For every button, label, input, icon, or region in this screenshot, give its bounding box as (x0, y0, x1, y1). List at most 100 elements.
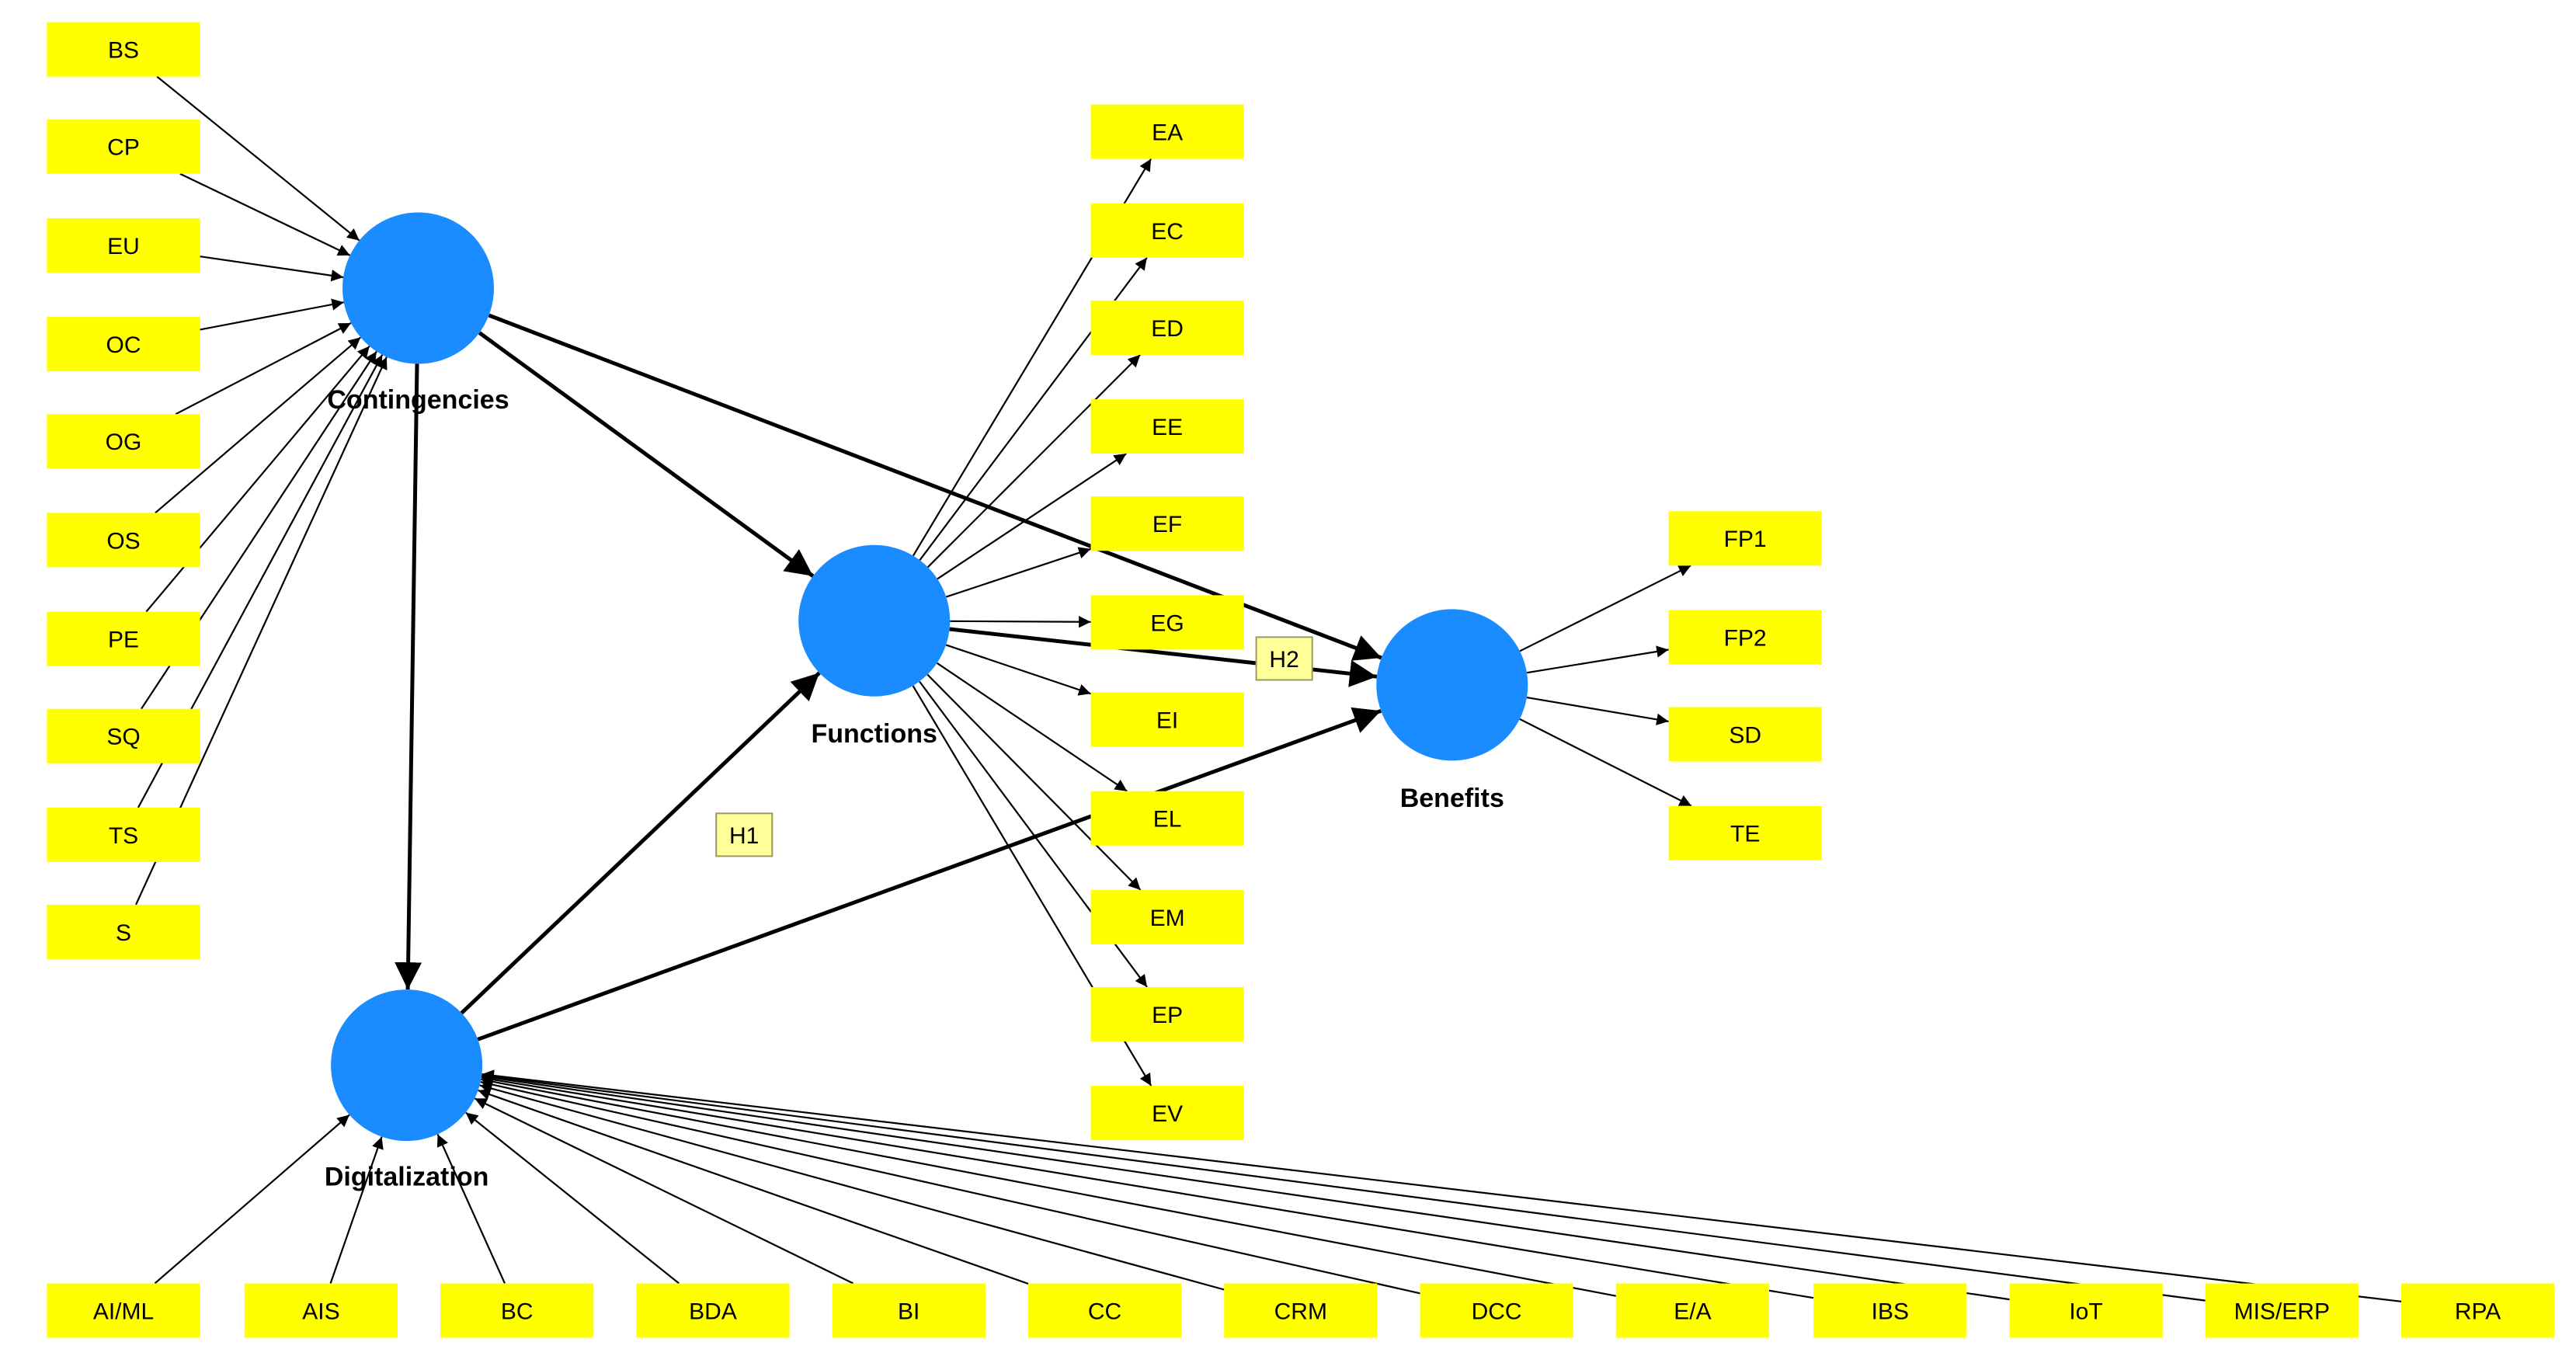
indicator-arrow (155, 336, 362, 514)
indicator-box-ea[interactable]: EA (1090, 104, 1244, 159)
indicator-label: EG (1150, 610, 1184, 636)
indicator-arrow (945, 547, 1091, 598)
indicator-box-og[interactable]: OG (47, 414, 200, 469)
indicator-box-sq[interactable]: SQ (47, 708, 200, 763)
indicator-label: AI/ML (93, 1299, 154, 1325)
indicator-box-oc[interactable]: OC (47, 317, 200, 372)
indicator-rect (1090, 1086, 1244, 1141)
indicator-box-eu[interactable]: EU (47, 217, 200, 273)
indicator-rect (1090, 986, 1244, 1041)
construct-circle (1376, 609, 1528, 761)
indicator-rect (1090, 889, 1244, 944)
indicator-box-ef[interactable]: EF (1090, 496, 1244, 551)
indicator-arrow (479, 1083, 1225, 1291)
indicator-label: FP2 (1724, 625, 1767, 651)
indicator-rect (47, 611, 200, 666)
indicator-box-te[interactable]: TE (1668, 805, 1822, 861)
indicator-box-ed[interactable]: ED (1090, 300, 1244, 355)
indicator-box-iot[interactable]: IoT (2009, 1283, 2163, 1338)
indicator-arrow (481, 1073, 1814, 1299)
indicator-box-miserp[interactable]: MIS/ERP (2205, 1283, 2359, 1338)
indicator-label: SD (1729, 723, 1761, 749)
indicator-box-fp1[interactable]: FP1 (1668, 511, 1822, 566)
indicator-rect (1090, 595, 1244, 650)
indicator-box-bc[interactable]: BC (440, 1283, 594, 1338)
indicator-arrow (156, 75, 360, 242)
indicator-box-ei[interactable]: EI (1090, 692, 1244, 747)
edges-layer (134, 75, 2402, 1302)
indicator-rect (47, 317, 200, 372)
indicator-label: CC (1088, 1299, 1121, 1325)
indicator-box-ibs[interactable]: IBS (1813, 1283, 1967, 1338)
indicator-arrow (465, 1111, 680, 1285)
indicator-box-os[interactable]: OS (47, 513, 200, 568)
indicator-rect (1615, 1283, 1769, 1338)
indicator-rect (1090, 203, 1244, 258)
indicator-rect (636, 1283, 790, 1338)
indicator-box-ea2[interactable]: E/A (1615, 1283, 1769, 1338)
indicator-box-ep[interactable]: EP (1090, 986, 1244, 1041)
indicator-box-pe[interactable]: PE (47, 611, 200, 666)
indicator-arrow (179, 172, 351, 256)
indicator-rect (47, 414, 200, 469)
path-arrow-contingencies-to-digitalization (395, 363, 422, 990)
indicator-label: SQ (106, 725, 140, 750)
indicator-box-ee[interactable]: EE (1090, 399, 1244, 454)
indicator-label: AIS (302, 1299, 339, 1325)
indicator-box-crm[interactable]: CRM (1224, 1283, 1378, 1338)
indicator-arrow (481, 1076, 1617, 1297)
indicator-box-bda[interactable]: BDA (636, 1283, 790, 1338)
indicator-rect (440, 1283, 594, 1338)
indicator-label: BDA (689, 1299, 737, 1325)
indicator-label: CP (107, 135, 140, 161)
indicator-box-dcc[interactable]: DCC (1420, 1283, 1573, 1338)
indicator-label: IoT (2069, 1299, 2102, 1325)
indicator-label: PE (108, 628, 139, 653)
indicator-box-bi[interactable]: BI (832, 1283, 986, 1338)
indicator-arrow (950, 616, 1091, 628)
path-arrow-digitalization-to-functions (460, 671, 821, 1015)
indicator-label: OC (106, 332, 141, 358)
indicator-label: RPA (2455, 1299, 2501, 1325)
indicator-box-fp2[interactable]: FP2 (1668, 610, 1822, 665)
indicator-label: EF (1152, 512, 1182, 537)
indicator-rect (47, 1283, 200, 1338)
indicator-box-rpa[interactable]: RPA (2401, 1283, 2555, 1338)
indicator-box-ec[interactable]: EC (1090, 203, 1244, 258)
construct-benefits[interactable]: Benefits (1376, 609, 1528, 813)
indicator-box-bs[interactable]: BS (47, 22, 200, 77)
construct-digitalization[interactable]: Digitalization (325, 989, 489, 1191)
indicator-rect (1090, 399, 1244, 454)
indicator-box-aiml[interactable]: AI/ML (47, 1283, 200, 1338)
hypothesis-text: H1 (729, 823, 759, 849)
indicator-box-ts[interactable]: TS (47, 807, 200, 862)
indicator-box-cp[interactable]: CP (47, 119, 200, 174)
indicator-arrow (200, 256, 344, 282)
indicator-rect (1668, 707, 1822, 762)
construct-functions[interactable]: Functions (798, 544, 951, 749)
indicator-arrow (481, 1072, 2010, 1301)
indicator-box-ev[interactable]: EV (1090, 1086, 1244, 1141)
indicator-box-em[interactable]: EM (1090, 889, 1244, 944)
indicator-rect (47, 22, 200, 77)
construct-contingencies[interactable]: Contingencies (327, 212, 509, 415)
indicator-box-sd[interactable]: SD (1668, 707, 1822, 762)
indicator-rect (2009, 1283, 2163, 1338)
indicator-rect (832, 1283, 986, 1338)
indicator-rect (1813, 1283, 1967, 1338)
indicator-arrow (936, 662, 1128, 792)
indicator-label: E/A (1674, 1299, 1711, 1325)
indicator-arrow (200, 298, 344, 331)
indicator-rect (47, 217, 200, 273)
indicator-box-eg[interactable]: EG (1090, 595, 1244, 650)
indicator-arrow (1519, 565, 1691, 652)
indicator-arrow (436, 1134, 506, 1284)
indicator-box-ais[interactable]: AIS (244, 1283, 398, 1338)
construct-label: Contingencies (327, 385, 509, 415)
indicator-box-cc[interactable]: CC (1027, 1283, 1182, 1338)
construct-circle (331, 989, 483, 1142)
indicator-label: BS (108, 38, 139, 64)
indicator-box-el[interactable]: EL (1090, 791, 1244, 846)
indicator-box-s[interactable]: S (47, 904, 200, 959)
indicator-rect (47, 708, 200, 763)
